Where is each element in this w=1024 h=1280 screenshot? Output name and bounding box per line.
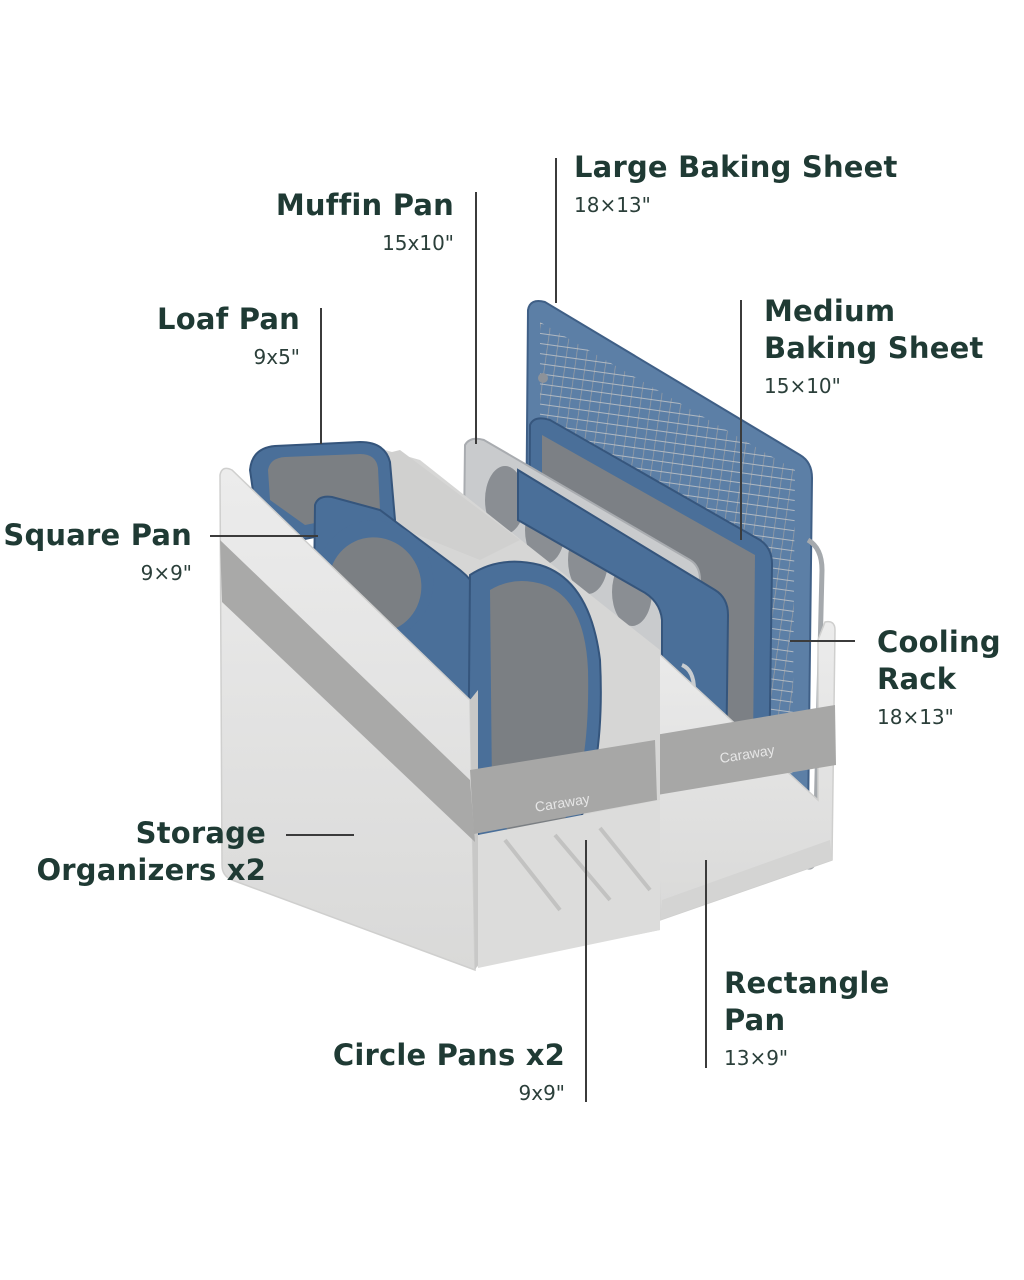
label-dims: 15×10" [764, 373, 841, 398]
label-square-pan: Square Pan 9×9" [3, 518, 192, 585]
label-title: Muffin Pan [275, 188, 454, 222]
label-title: Large Baking Sheet [574, 150, 898, 184]
label-title-line1: Medium [764, 294, 896, 328]
label-dims: 9×9" [140, 560, 192, 585]
label-title-line2: Pan [724, 1002, 786, 1037]
label-dims: 18×13" [877, 704, 954, 729]
leader-circle-pans [585, 840, 587, 1102]
label-title: Circle Pans x2 [332, 1038, 565, 1072]
label-title-line2: Organizers x2 [36, 852, 266, 887]
leader-square-pan [210, 535, 318, 537]
leader-storage-organizers [286, 834, 354, 836]
label-title: Square Pan [3, 518, 192, 552]
storage-organizer-right: Caraway [654, 620, 836, 922]
label-title: Loaf Pan [157, 302, 300, 336]
label-circle-pans: Circle Pans x2 9x9" [333, 1038, 565, 1105]
label-dims: 9x9" [518, 1080, 565, 1105]
leader-cooling-rack [790, 640, 855, 642]
leader-medium-baking-sheet [740, 300, 742, 540]
label-loaf-pan: Loaf Pan 9x5" [157, 302, 300, 369]
label-dims: 15x10" [382, 230, 454, 255]
label-cooling-rack: Cooling Rack 18×13" [877, 625, 1001, 729]
label-storage-organizers: Storage Organizers x2 [36, 816, 266, 888]
label-muffin-pan: Muffin Pan 15x10" [276, 188, 454, 255]
label-rectangle-pan: Rectangle Pan 13×9" [724, 966, 889, 1070]
label-title-line1: Storage [135, 816, 266, 850]
label-title-line1: Rectangle [724, 966, 890, 1000]
label-dims: 18×13" [574, 192, 651, 217]
leader-rectangle-pan [705, 860, 707, 1068]
label-title-line2: Baking Sheet [764, 330, 984, 365]
label-title-line2: Rack [877, 661, 957, 696]
leader-muffin-pan [475, 192, 477, 444]
label-title-line1: Cooling [877, 625, 1001, 659]
label-medium-baking-sheet: Medium Baking Sheet 15×10" [764, 294, 984, 398]
storage-organizer-front: Caraway [219, 467, 660, 972]
label-dims: 13×9" [724, 1045, 789, 1070]
label-dims: 9x5" [253, 344, 300, 369]
label-large-baking-sheet: Large Baking Sheet 18×13" [574, 150, 898, 217]
leader-loaf-pan [320, 308, 322, 444]
leader-large-baking-sheet [555, 158, 557, 303]
